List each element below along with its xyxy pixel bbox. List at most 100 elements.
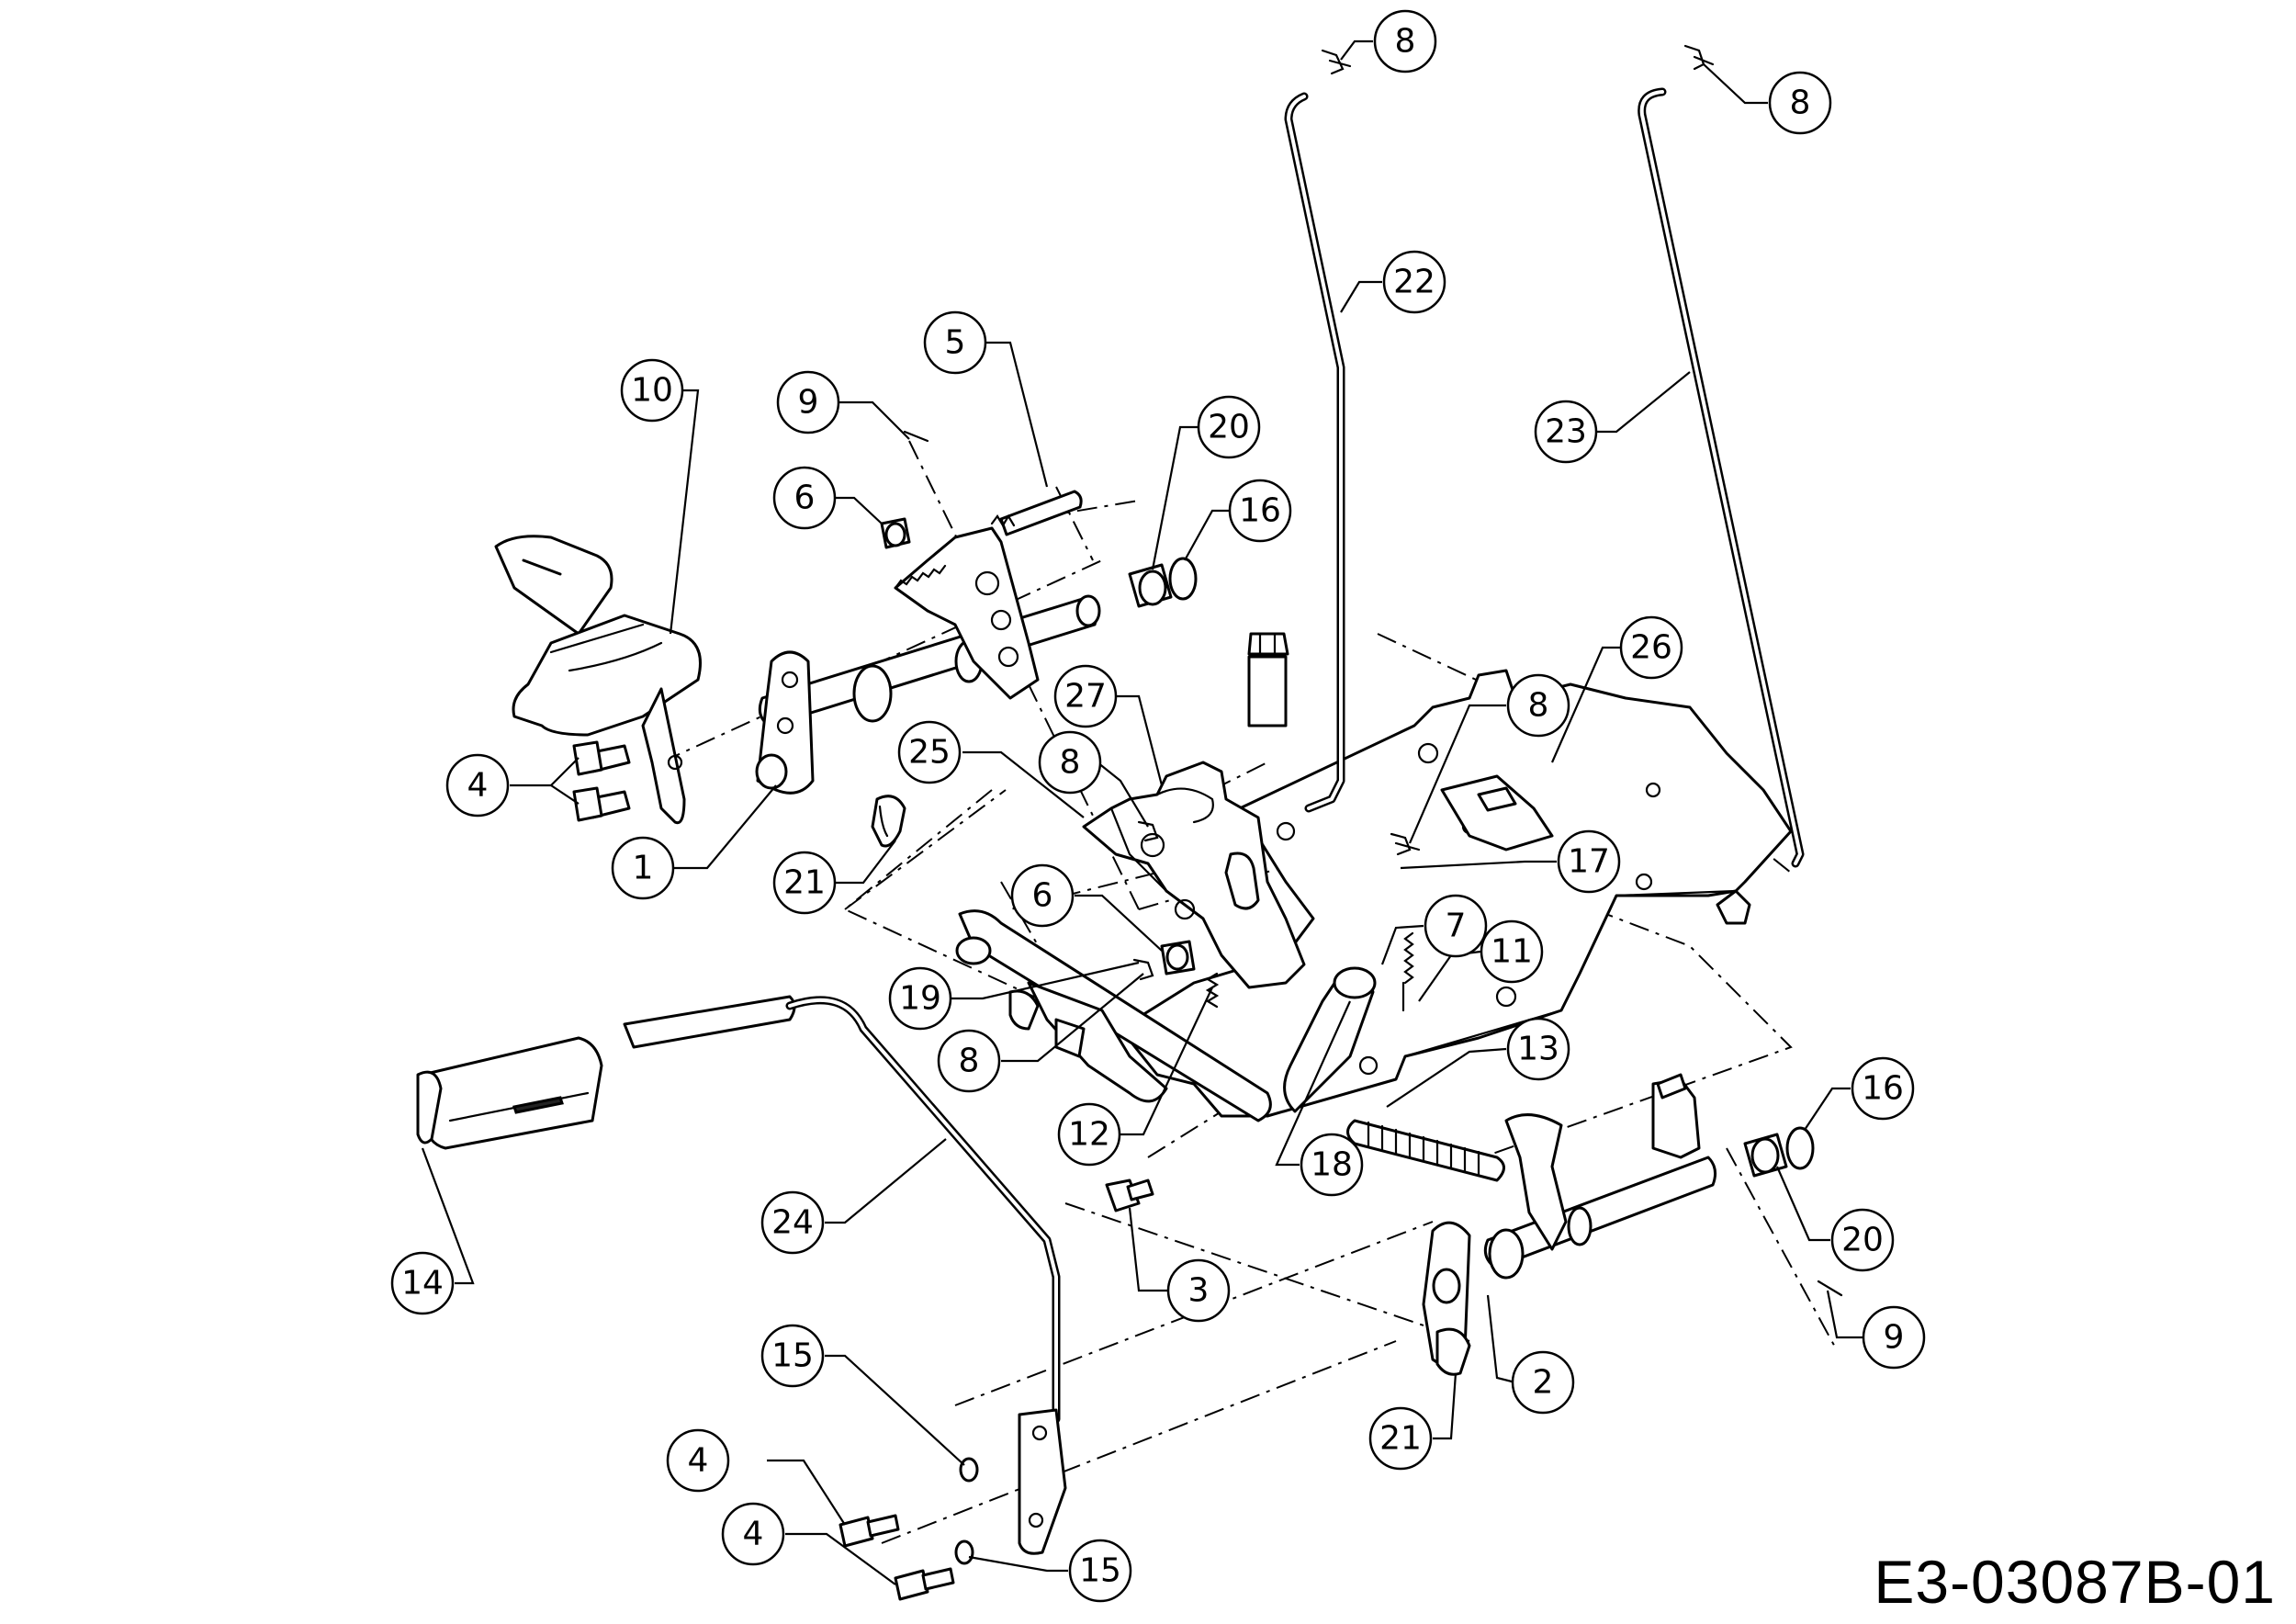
callout-5: 5 — [923, 310, 987, 375]
svg-text:21: 21 — [783, 864, 826, 902]
callout-8-c: 8 — [1506, 673, 1570, 738]
svg-text:10: 10 — [631, 372, 673, 410]
collar-21-upper — [871, 795, 906, 848]
callout-24: 24 — [760, 1190, 825, 1255]
pedal-10 — [494, 535, 702, 825]
plate-tab — [1440, 774, 1554, 851]
callout-12: 12 — [1057, 1102, 1121, 1167]
callout-20-b: 20 — [1830, 1208, 1895, 1272]
lever-arm-lower — [1504, 1113, 1568, 1251]
callout-7: 7 — [1424, 894, 1488, 958]
rod-22 — [1284, 92, 1345, 813]
rod-23 — [1638, 87, 1805, 868]
spring-12 — [1205, 972, 1220, 1009]
callout-9-a: 9 — [776, 370, 840, 434]
drawing-code: E3-03087B-01 — [1874, 1548, 2276, 1616]
svg-text:23: 23 — [1545, 413, 1587, 451]
callout-25: 25 — [897, 720, 962, 784]
svg-text:18: 18 — [1311, 1146, 1353, 1184]
grip-14 — [416, 1036, 603, 1150]
svg-text:12: 12 — [1068, 1116, 1110, 1154]
callout-17: 17 — [1557, 829, 1621, 894]
spring-11 — [1401, 931, 1414, 1012]
callout-14: 14 — [390, 1251, 455, 1315]
svg-text:8: 8 — [1528, 687, 1549, 725]
nut-6-upper — [880, 517, 911, 549]
svg-text:6: 6 — [1032, 877, 1053, 915]
svg-text:3: 3 — [1188, 1272, 1210, 1310]
callout-3: 3 — [1166, 1258, 1231, 1323]
callout-8-d: 8 — [1038, 730, 1102, 795]
callout-16-b: 16 — [1851, 1056, 1915, 1121]
svg-text:15: 15 — [771, 1337, 814, 1375]
svg-text:8: 8 — [959, 1043, 980, 1080]
bolts-4-upper — [572, 740, 631, 822]
svg-text:6: 6 — [794, 479, 816, 517]
bolt-3 — [1105, 1179, 1154, 1212]
svg-text:20: 20 — [1841, 1222, 1884, 1259]
callout-9-b: 9 — [1862, 1305, 1926, 1370]
callout-27: 27 — [1053, 664, 1118, 728]
lower-shaft — [1483, 1156, 1717, 1280]
nut-20-lower — [1743, 1126, 1815, 1178]
callout-11: 11 — [1480, 919, 1544, 984]
svg-text:5: 5 — [945, 324, 966, 362]
callout-16-a: 16 — [1228, 479, 1292, 543]
svg-text:16: 16 — [1239, 492, 1281, 530]
sector-gear-plate — [894, 526, 1040, 700]
callout-18: 18 — [1300, 1133, 1364, 1197]
callout-21-b: 21 — [1368, 1406, 1433, 1471]
svg-text:9: 9 — [1884, 1319, 1905, 1357]
spacer-18 — [1283, 966, 1377, 1113]
callout-1: 1 — [611, 836, 675, 900]
callout-8-e: 8 — [937, 1029, 1001, 1093]
callout-6-b: 6 — [1010, 863, 1075, 928]
callout-20-a: 20 — [1197, 395, 1261, 459]
callout-21-a: 21 — [772, 851, 837, 915]
svg-text:13: 13 — [1517, 1031, 1559, 1068]
svg-text:14: 14 — [401, 1265, 444, 1303]
pin-5 — [990, 490, 1083, 536]
leader-lines — [421, 39, 1863, 1585]
callout-22: 22 — [1382, 250, 1446, 314]
svg-text:8: 8 — [1790, 85, 1811, 122]
svg-text:25: 25 — [908, 734, 951, 772]
svg-text:16: 16 — [1862, 1070, 1904, 1108]
callout-10: 10 — [620, 358, 684, 423]
pivot-bracket — [1082, 761, 1306, 989]
callouts: 1 2 3 4 4 4 5 6 6 7 8 8 8 8 8 9 9 10 11 … — [390, 9, 1926, 1603]
svg-text:4: 4 — [467, 767, 489, 805]
crank-2 — [1422, 1221, 1471, 1376]
svg-text:19: 19 — [899, 980, 941, 1018]
svg-text:9: 9 — [798, 384, 819, 422]
nut-20-upper — [1128, 557, 1198, 608]
svg-text:4: 4 — [743, 1516, 764, 1553]
callout-19: 19 — [888, 966, 952, 1031]
lever-bar — [955, 909, 1272, 1122]
svg-text:17: 17 — [1568, 843, 1610, 881]
callout-6-a: 6 — [772, 466, 837, 530]
callout-15-b: 15 — [1068, 1539, 1132, 1603]
bell-crank-1 — [755, 650, 815, 795]
callout-2: 2 — [1511, 1350, 1575, 1415]
svg-text:8: 8 — [1395, 23, 1416, 61]
handle-24 — [623, 995, 1067, 1555]
center-post — [1247, 632, 1289, 727]
svg-text:22: 22 — [1393, 264, 1435, 301]
svg-text:15: 15 — [1079, 1552, 1121, 1590]
svg-text:7: 7 — [1446, 908, 1467, 945]
svg-text:20: 20 — [1208, 409, 1250, 446]
clips-15 — [954, 1457, 979, 1565]
callout-4-b: 4 — [666, 1428, 730, 1493]
callout-4-c: 4 — [721, 1502, 785, 1566]
callout-4-a: 4 — [445, 753, 510, 818]
callout-23: 23 — [1534, 400, 1598, 464]
spring-13 — [1346, 1119, 1505, 1182]
callout-15-a: 15 — [760, 1324, 825, 1388]
callout-13: 13 — [1506, 1017, 1570, 1081]
callout-8-b: 8 — [1768, 71, 1832, 135]
switch-bracket — [1651, 1073, 1701, 1159]
bolts-4-lower — [838, 1514, 955, 1601]
callout-26: 26 — [1619, 615, 1683, 680]
